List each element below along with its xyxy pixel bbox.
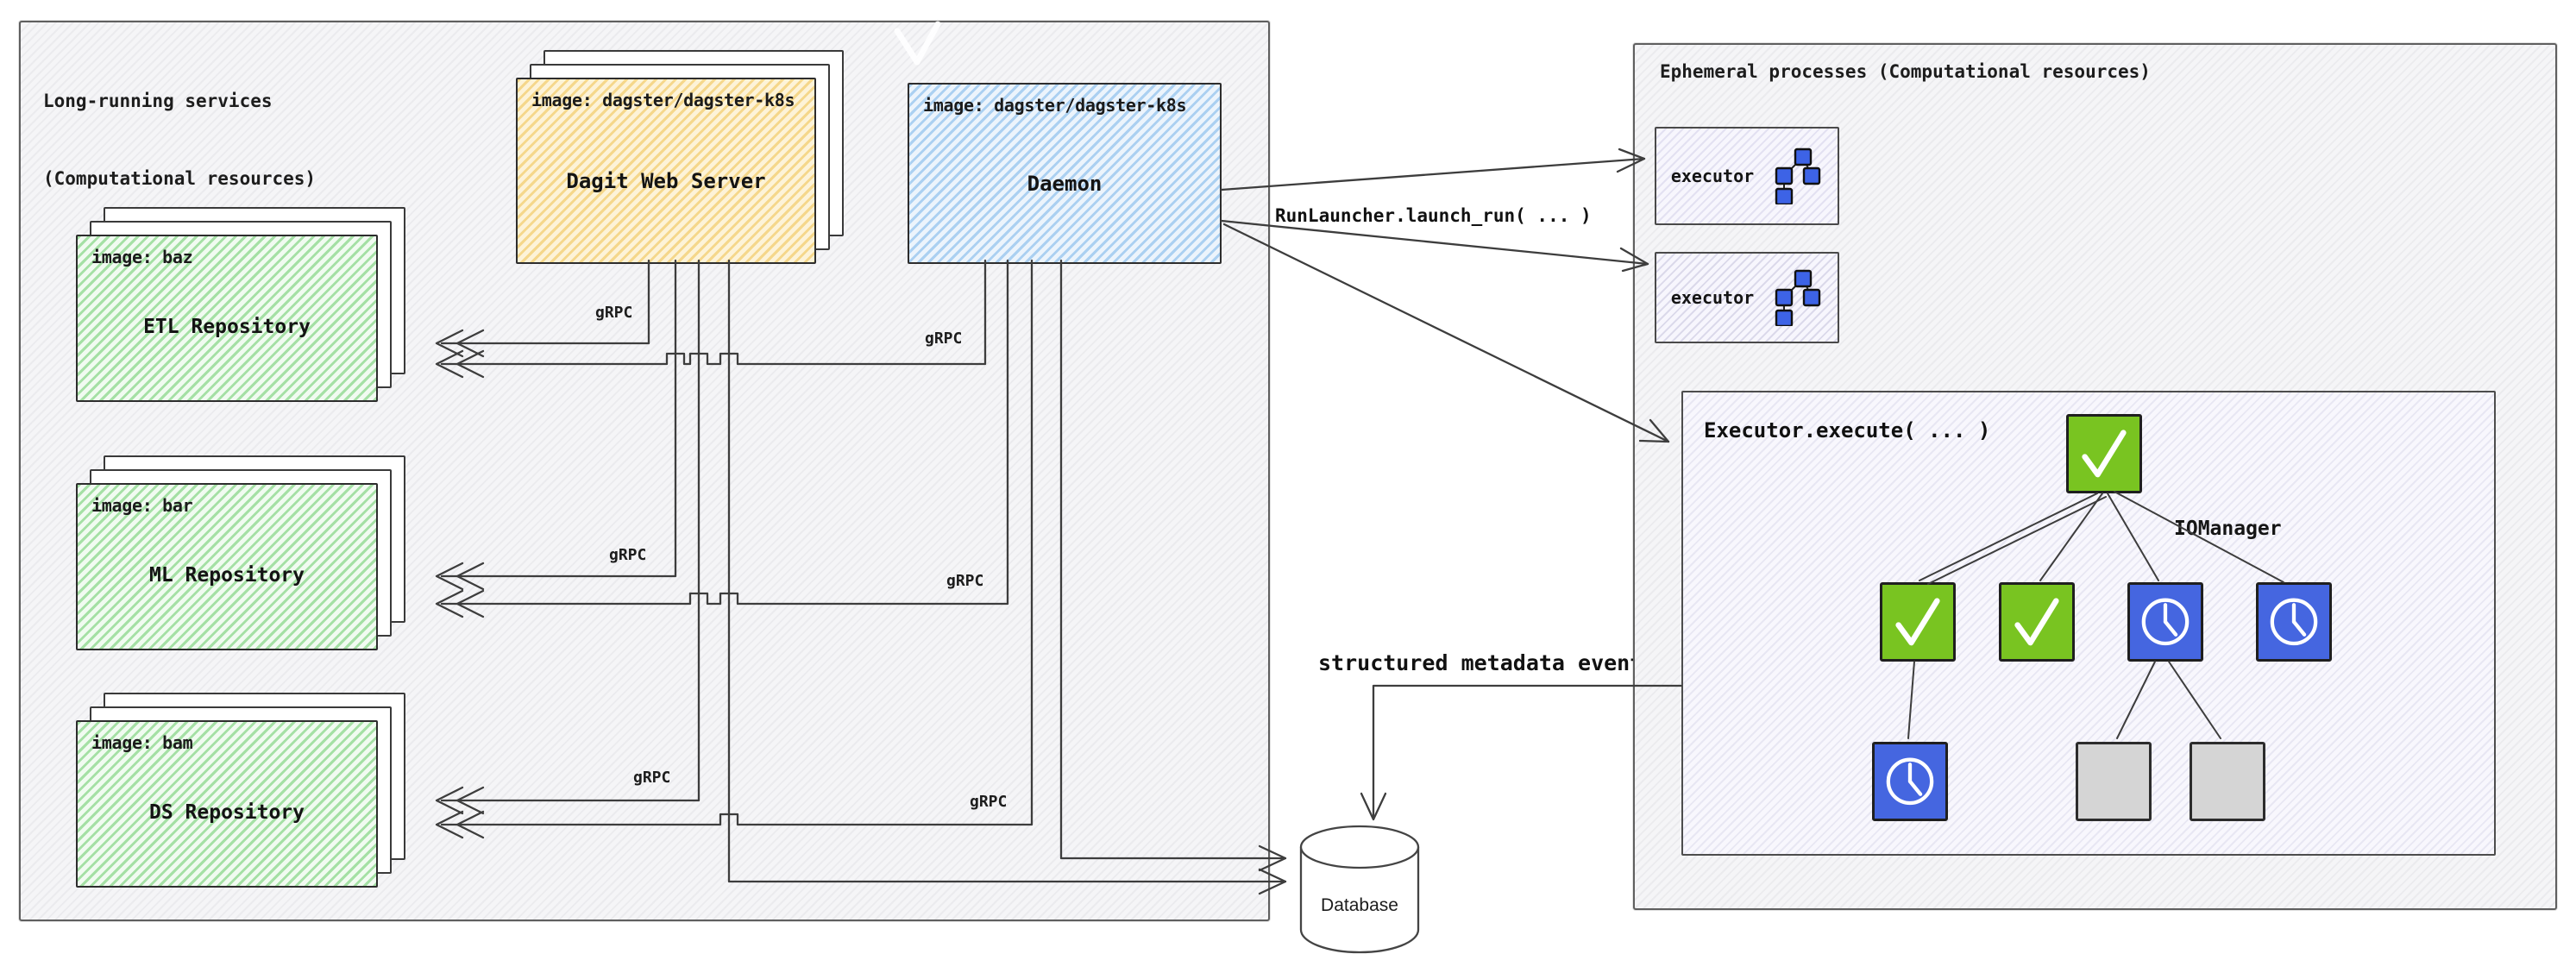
dagit-web-server-box: image: dagster/dagster-k8s Dagit Web Ser… [516, 78, 816, 264]
op-node-not-started [2076, 742, 2152, 821]
executor-execute-box: Executor.execute( ... ) IOManager [1681, 391, 2496, 856]
op-node-success [1999, 582, 2075, 662]
daemon-image-label: image: dagster/dagster-k8s [923, 95, 1187, 116]
daemon-box: image: dagster/dagster-k8s Daemon [908, 83, 1222, 264]
op-node-success [2066, 414, 2142, 493]
iomanager-label: IOManager [2174, 518, 2282, 540]
dagit-name: Dagit Web Server [566, 169, 766, 193]
executor-box-1: executor [1655, 127, 1839, 225]
wire-daemon-executor-execute [1222, 223, 1670, 443]
left-panel-title-line2: (Computational resources) [43, 168, 317, 189]
left-panel-title: Long-running services (Computational res… [43, 36, 316, 243]
wire-daemon-executor2 [1220, 219, 1649, 266]
ds-image-label: image: bam [91, 732, 193, 753]
op-node-not-started [2190, 742, 2265, 821]
clock-icon [1886, 757, 1934, 806]
grpc-label-ml-daemon: gRPC [946, 572, 984, 590]
etl-repository-box: image: baz ETL Repository [76, 235, 378, 402]
dag-icon [1775, 147, 1821, 204]
daemon-name: Daemon [1027, 172, 1103, 196]
executor-box-2: executor [1655, 252, 1839, 343]
clock-icon [2141, 598, 2190, 646]
check-icon [1895, 598, 1940, 646]
database-label: Database [1321, 895, 1398, 915]
grpc-label-ml-dagit: gRPC [609, 546, 647, 564]
clock-icon [2270, 598, 2318, 646]
executor-execute-title: Executor.execute( ... ) [1704, 418, 1991, 442]
ml-repository-box: image: bar ML Repository [76, 483, 378, 650]
op-node-success [1880, 582, 1956, 662]
grpc-label-etl-daemon: gRPC [925, 330, 963, 348]
etl-repository-name: ETL Repository [143, 316, 311, 338]
dag-icon [1775, 269, 1821, 326]
grpc-label-ds-dagit: gRPC [633, 769, 671, 787]
runlauncher-label: RunLauncher.launch_run( ... ) [1275, 205, 1592, 226]
ds-repository-name: DS Repository [148, 801, 305, 824]
left-panel-title-line1: Long-running services [43, 91, 273, 111]
ml-image-label: image: bar [91, 495, 193, 516]
grpc-label-ds-daemon: gRPC [970, 793, 1008, 811]
etl-image-label: image: baz [91, 247, 193, 267]
op-node-pending [1872, 742, 1948, 821]
executor-2-label: executor [1670, 287, 1755, 308]
ds-repository-box: image: bam DS Repository [76, 720, 378, 888]
executor-1-label: executor [1670, 166, 1755, 186]
grpc-label-etl-dagit: gRPC [595, 304, 633, 322]
right-panel-title: Ephemeral processes (Computational resou… [1660, 61, 2151, 82]
op-node-pending [2256, 582, 2332, 662]
op-node-pending [2127, 582, 2203, 662]
ml-repository-name: ML Repository [148, 564, 305, 587]
dagit-image-label: image: dagster/dagster-k8s [531, 90, 795, 110]
database-cylinder-top [1299, 825, 1420, 869]
arrowhead-down [1360, 792, 1387, 821]
metadata-events-label: structured metadata events [1318, 650, 1656, 675]
check-icon [2082, 430, 2127, 478]
wire-daemon-executor1 [1220, 157, 1646, 191]
check-icon [2014, 598, 2059, 646]
